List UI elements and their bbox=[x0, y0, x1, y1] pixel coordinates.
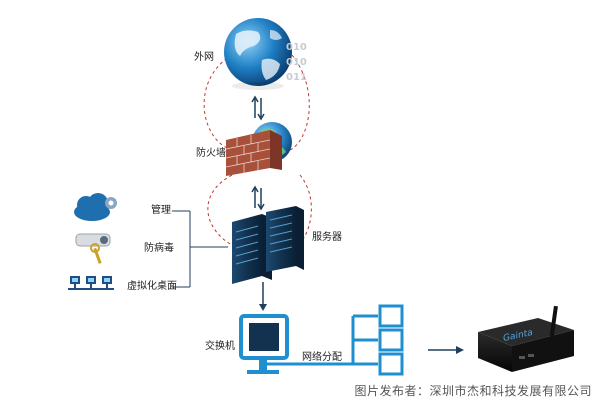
switch-label: 交换机 bbox=[205, 341, 235, 352]
distribution-endpoint-icon bbox=[378, 304, 404, 376]
network-distribution-label: 网络分配 bbox=[302, 352, 342, 363]
virtual-desktop-label: 虚拟化桌面 bbox=[127, 281, 177, 292]
watermark: 图片发布者：深圳市杰和科技发展有限公司 bbox=[354, 384, 592, 398]
cloud-gear-icon bbox=[74, 193, 117, 221]
mini-pc-icon bbox=[478, 305, 574, 372]
globe-icon bbox=[224, 18, 292, 90]
down-arrow-icon bbox=[259, 282, 267, 311]
binary-text-1: 010 bbox=[286, 42, 307, 53]
firewall-icon bbox=[225, 122, 292, 176]
management-label: 管理 bbox=[151, 205, 171, 216]
internet-label: 外网 bbox=[194, 52, 214, 63]
connector-bracket bbox=[172, 210, 228, 288]
antivirus-label: 防病毒 bbox=[144, 243, 174, 254]
bidirectional-arrow-icon bbox=[251, 185, 265, 211]
projector-key-icon bbox=[75, 233, 111, 264]
server-rack-icon bbox=[232, 206, 304, 284]
right-arrow-icon bbox=[428, 346, 464, 354]
dashed-arcs bbox=[203, 54, 312, 246]
binary-text-3: 011 bbox=[286, 72, 307, 83]
binary-text-2: 010 bbox=[286, 57, 307, 68]
bidirectional-arrow-icon bbox=[251, 95, 265, 121]
network-computers-icon bbox=[68, 276, 114, 290]
server-label: 服务器 bbox=[312, 232, 342, 243]
distribution-lines bbox=[263, 314, 378, 366]
firewall-label: 防火墙 bbox=[196, 148, 226, 159]
